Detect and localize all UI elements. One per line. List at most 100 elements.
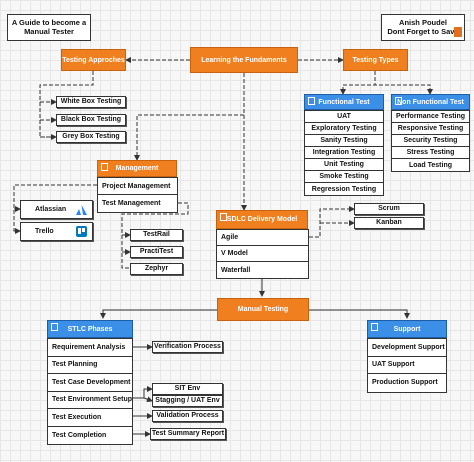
summary-report-label: Test Summary Report: [151, 430, 225, 438]
table-icon: [51, 323, 58, 331]
functional-item-label: Smoke Testing: [319, 173, 369, 180]
testing-types-node[interactable]: Testing Types: [343, 49, 408, 71]
non-functional-item-label: Security Testing: [403, 137, 458, 144]
table-icon: [101, 163, 108, 171]
support-list: Development Support UAT Support Producti…: [367, 338, 447, 393]
management-list: Project Management Test Management: [97, 177, 178, 213]
non-functional-item[interactable]: Responsive Testing: [392, 123, 469, 135]
stlc-item[interactable]: Test Environment Setup: [48, 392, 132, 409]
trello-node[interactable]: Trello: [20, 222, 93, 241]
stlc-item-label: Test Completion: [52, 431, 107, 439]
white-box-node[interactable]: White Box Testing: [56, 96, 126, 108]
management-item[interactable]: Project Management: [98, 178, 177, 195]
support-item[interactable]: Development Support: [368, 339, 446, 357]
atlassian-label: Atlassian: [35, 205, 67, 213]
sdlc-item-label: Agile: [221, 234, 239, 241]
table-icon: [308, 97, 315, 105]
stlc-item[interactable]: Test Execution: [48, 409, 132, 427]
testrail-label: TestRail: [143, 231, 170, 239]
functional-item[interactable]: Smoke Testing: [305, 171, 383, 183]
sdlc-header[interactable]: SDLC Delivery Model: [216, 210, 308, 229]
non-functional-item[interactable]: Stress Testing: [392, 147, 469, 159]
functional-item[interactable]: Regression Testing: [305, 183, 383, 195]
testrail-node[interactable]: TestRail: [130, 229, 183, 241]
stlc-item[interactable]: Test Case Development: [48, 374, 132, 392]
non-functional-test-list: Performance Testing Responsive Testing S…: [391, 110, 470, 172]
functional-item[interactable]: Integration Testing: [305, 147, 383, 159]
management-item[interactable]: Test Management: [98, 195, 177, 212]
functional-item-label: UAT: [337, 113, 351, 120]
management-item-label: Project Management: [102, 182, 171, 190]
verification-node[interactable]: Verification Process: [152, 341, 223, 353]
sdlc-list: Agile V Model Waterfall: [216, 229, 309, 279]
non-functional-test-header[interactable]: Non Functional Test: [391, 94, 470, 110]
black-box-node[interactable]: Black Box Testing: [56, 114, 126, 126]
non-functional-item[interactable]: Security Testing: [392, 135, 469, 147]
validation-node[interactable]: Validation Process: [152, 410, 223, 422]
sit-env-node[interactable]: SIT Env: [152, 383, 223, 395]
scrum-node[interactable]: Scrum: [354, 203, 424, 215]
support-item[interactable]: Production Support: [368, 374, 446, 392]
center-node[interactable]: Learning the Fundaments: [190, 47, 298, 73]
sdlc-item-label: V Model: [221, 250, 248, 257]
stlc-header[interactable]: STLC Phases: [47, 320, 133, 338]
validation-label: Validation Process: [156, 412, 219, 420]
support-header[interactable]: Support: [367, 320, 447, 338]
functional-item[interactable]: Sanity Testing: [305, 135, 383, 147]
stlc-item-label: Test Planning: [52, 361, 98, 369]
author-name: Anish Poudel: [399, 18, 447, 28]
staging-env-node[interactable]: Stagging / UAT Env: [152, 395, 223, 407]
grey-box-node[interactable]: Grey Box Testing: [56, 131, 126, 143]
non-functional-test-title: Non Functional Test: [397, 98, 464, 106]
zephyr-node[interactable]: Zephyr: [130, 263, 183, 275]
stlc-item-label: Test Case Development: [52, 378, 131, 386]
support-item-label: UAT Support: [372, 361, 415, 369]
functional-item-label: Regression Testing: [311, 185, 377, 193]
grey-box-label: Grey Box Testing: [62, 133, 120, 141]
testing-types-label: Testing Types: [352, 56, 399, 64]
kanban-label: Kanban: [376, 219, 402, 227]
center-node-label: Learning the Fundaments: [201, 56, 287, 64]
kanban-node[interactable]: Kanban: [354, 217, 424, 229]
verification-label: Verification Process: [154, 343, 221, 351]
sdlc-item[interactable]: Waterfall: [217, 262, 308, 278]
author-save-note: Dont Forget to Save: [387, 26, 459, 36]
testing-approaches-node[interactable]: Testing Approches: [61, 49, 126, 71]
author-note: Anish Poudel Dont Forget to Save: [381, 14, 465, 41]
functional-item[interactable]: UAT: [305, 111, 383, 123]
management-header[interactable]: Management: [97, 160, 177, 177]
table-icon: [395, 97, 402, 105]
summary-report-node[interactable]: Test Summary Report: [150, 428, 226, 440]
functional-item-label: Exploratory Testing: [311, 125, 377, 132]
support-item-label: Development Support: [372, 343, 445, 351]
functional-item-label: Sanity Testing: [320, 137, 368, 144]
non-functional-item[interactable]: Performance Testing: [392, 111, 469, 123]
functional-test-list: UAT Exploratory Testing Sanity Testing I…: [304, 110, 384, 196]
sit-env-label: SIT Env: [174, 385, 201, 393]
practitest-node[interactable]: PractiTest: [130, 246, 183, 258]
manual-testing-node[interactable]: Manual Testing: [217, 298, 309, 321]
stlc-item[interactable]: Requirement Analysis: [48, 339, 132, 357]
non-functional-item[interactable]: Load Testing: [392, 159, 469, 171]
sdlc-item[interactable]: V Model: [217, 246, 308, 262]
management-title: Management: [115, 165, 159, 172]
sdlc-title: SDLC Delivery Model: [226, 216, 298, 223]
non-functional-item-label: Stress Testing: [406, 149, 455, 156]
functional-item[interactable]: Exploratory Testing: [305, 123, 383, 135]
functional-item[interactable]: Unit Testing: [305, 159, 383, 171]
stlc-title: STLC Phases: [67, 325, 113, 333]
non-functional-item-label: Performance Testing: [395, 113, 466, 120]
atlassian-node[interactable]: Atlassian: [20, 200, 93, 219]
management-item-label: Test Management: [102, 200, 161, 207]
stlc-item[interactable]: Test Completion: [48, 427, 132, 445]
scrum-label: Scrum: [378, 205, 400, 213]
manual-testing-label: Manual Testing: [237, 306, 289, 313]
non-functional-item-label: Responsive Testing: [397, 125, 464, 132]
functional-test-header[interactable]: Functional Test: [304, 94, 384, 110]
table-icon: [371, 323, 378, 331]
staging-env-label: Stagging / UAT Env: [155, 397, 220, 405]
sdlc-item[interactable]: Agile: [217, 230, 308, 246]
stlc-item[interactable]: Test Planning: [48, 357, 132, 374]
support-item[interactable]: UAT Support: [368, 357, 446, 374]
